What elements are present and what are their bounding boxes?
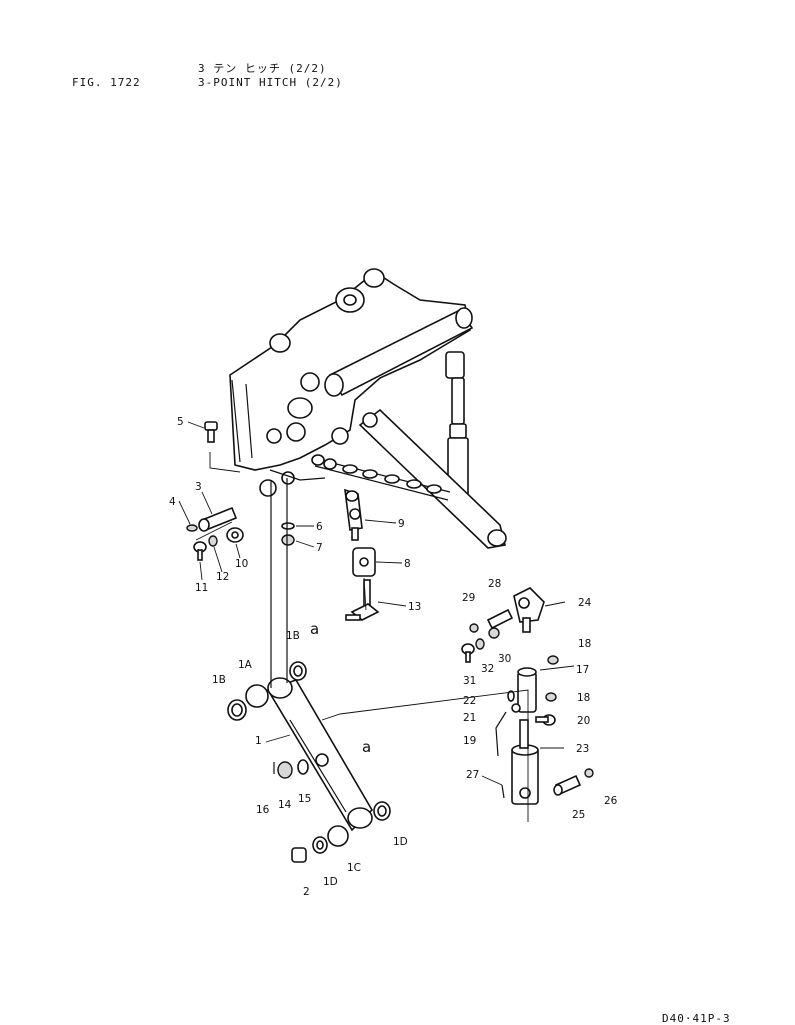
snap-pin-29	[469, 623, 479, 633]
callout-19: 19	[463, 735, 476, 747]
callout-1D-right: 1D	[393, 836, 408, 848]
cotter-pin-27	[501, 784, 505, 799]
snap-pin-26	[584, 768, 594, 778]
callout-31: 31	[463, 675, 476, 687]
bush-1B-left	[227, 699, 247, 721]
callout-11: 11	[195, 582, 208, 594]
lower-arm-right	[358, 408, 507, 549]
bush-1D-lower	[312, 836, 328, 854]
callout-23: 23	[576, 743, 589, 755]
callout-29: 29	[462, 592, 475, 604]
callout-27: 27	[466, 769, 479, 781]
callout-1D-lower: 1D	[323, 876, 338, 888]
nut-7	[281, 534, 295, 546]
callout-1B-left: 1B	[212, 674, 226, 686]
callout-18-top: 18	[578, 638, 591, 650]
washer-21	[511, 703, 521, 713]
pin-3	[198, 506, 238, 532]
washer-15	[297, 759, 309, 775]
callout-15: 15	[298, 793, 311, 805]
callout-1B-top: 1B	[286, 630, 300, 642]
callout-20: 20	[577, 715, 590, 727]
callout-7: 7	[316, 542, 323, 554]
snap-pin-4	[186, 524, 198, 532]
bush-1D-right	[373, 801, 391, 821]
callout-13: 13	[408, 601, 421, 613]
callout-6: 6	[316, 521, 323, 533]
callout-16: 16	[256, 804, 270, 816]
title-japanese: 3 テン ヒッチ (2/2)	[198, 62, 327, 75]
washer-6	[281, 522, 295, 530]
pin-25	[553, 774, 582, 796]
callout-1A: 1A	[238, 659, 253, 671]
bolt-20	[535, 714, 556, 726]
bush-1B-top	[289, 661, 307, 681]
bush-1A	[245, 684, 269, 708]
callout-25: 25	[572, 809, 585, 821]
callout-24: 24	[578, 597, 592, 609]
lower-yoke-23	[511, 719, 539, 805]
check-chain	[311, 454, 451, 501]
assembly-guide-lines	[195, 452, 529, 822]
bush-1C	[327, 825, 349, 847]
callout-1C: 1C	[347, 862, 361, 874]
nut-14	[277, 761, 293, 779]
callout-3: 3	[195, 481, 202, 493]
chain-bracket-9	[344, 488, 363, 541]
handle-19	[495, 711, 507, 757]
callout-22: 22	[463, 695, 476, 707]
lower-link-1	[266, 478, 374, 832]
callout-12: 12	[216, 571, 229, 583]
callout-32: 32	[481, 663, 494, 675]
callout-labels: 5 4 3 11 12 10 6 7 9 8 13 1B 1A 1B 1 16 …	[169, 416, 618, 898]
washer-32	[475, 638, 485, 650]
reference-mark-a-upper: a	[310, 620, 319, 638]
callout-26: 26	[604, 795, 618, 807]
pin-bolt-5	[204, 421, 218, 443]
leader-lines	[178, 421, 575, 786]
callout-5: 5	[177, 416, 184, 428]
lift-rod-tube-17	[517, 667, 537, 713]
collar-10	[226, 527, 244, 543]
hitch-frame	[229, 268, 474, 497]
page-code: D40·41P-3	[662, 1012, 731, 1025]
callout-17: 17	[576, 664, 589, 676]
callout-1: 1	[255, 735, 262, 747]
callout-28: 28	[488, 578, 501, 590]
turnbuckle-8	[352, 547, 376, 577]
title-english: 3-POINT HITCH (2/2)	[198, 76, 343, 89]
pin-2	[291, 847, 307, 863]
washer-12	[208, 535, 218, 547]
callout-21: 21	[463, 712, 476, 724]
nut-30	[488, 627, 500, 639]
bolt-31	[461, 643, 475, 663]
grease-nipple-18-top	[547, 655, 559, 665]
grease-nipple-18-mid	[545, 692, 557, 702]
pin-28	[486, 608, 514, 630]
callout-10: 10	[235, 558, 248, 570]
figure-number: FIG. 1722	[72, 76, 141, 89]
callout-9: 9	[398, 518, 405, 530]
callout-18-mid: 18	[577, 692, 590, 704]
pin-22	[507, 690, 515, 702]
callout-30: 30	[498, 653, 511, 665]
callout-14: 14	[278, 799, 292, 811]
callout-4: 4	[169, 496, 176, 508]
yoke-24	[513, 587, 545, 633]
bolt-11	[193, 541, 207, 561]
reference-mark-a-lower: a	[362, 738, 371, 756]
callout-2: 2	[303, 886, 310, 898]
callout-8: 8	[404, 558, 411, 570]
eye-bolt-13	[345, 579, 380, 621]
